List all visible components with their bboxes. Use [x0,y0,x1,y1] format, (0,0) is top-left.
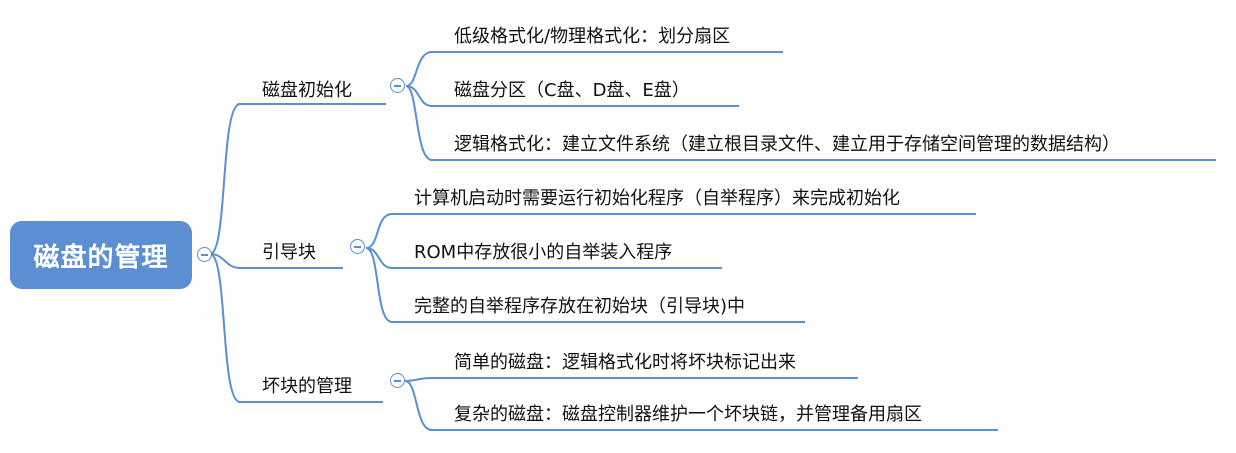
connector-root-branch-2 [209,253,241,269]
branch-topic-boot-block[interactable]: 引导块 [262,238,316,264]
connector-root-branch-1 [209,103,241,255]
branch-topic-disk-init[interactable]: 磁盘初始化 [262,76,352,102]
leaf-topic-label: 磁盘分区（C盘、D盘、E盘） [454,80,690,101]
leaf-topic-label: ROM中存放很小的自举装入程序 [414,242,673,263]
connector-b3-leaf-2 [404,380,433,431]
leaf-topic[interactable]: 低级格式化/物理格式化：划分扇区 [454,22,730,48]
connector-b2-leaf-1 [365,213,393,249]
leaf-topic-label: 完整的自举程序存放在初始块（引导块)中 [414,296,746,317]
collapse-icon-root[interactable] [197,247,212,262]
branch-topic-bad-block[interactable]: 坏块的管理 [262,372,352,398]
collapse-icon-branch-1[interactable] [390,78,405,93]
leaf-topic[interactable]: 磁盘分区（C盘、D盘、E盘） [454,76,690,102]
collapse-icon-branch-3[interactable] [390,373,405,388]
leaf-topic[interactable]: ROM中存放很小的自举装入程序 [414,238,672,264]
leaf-topic-label: 计算机启动时需要运行初始化程序（自举程序）来完成初始化 [414,188,900,209]
branch-topic-label: 引导块 [262,242,316,263]
leaf-topic[interactable]: 简单的磁盘：逻辑格式化时将坏块标记出来 [454,348,796,374]
root-topic-label: 磁盘的管理 [33,242,169,273]
connector-b1-leaf-1 [405,51,433,87]
connector-b2-leaf-3 [365,247,393,323]
leaf-topic-label: 低级格式化/物理格式化：划分扇区 [454,26,731,47]
leaf-topic[interactable]: 完整的自举程序存放在初始块（引导块)中 [414,292,745,318]
branch-topic-label: 坏块的管理 [262,376,352,397]
connector-root-branch-3 [209,253,241,403]
connector-b3-leaf-1 [404,377,433,382]
branch-topic-label: 磁盘初始化 [262,80,352,101]
leaf-topic-label: 逻辑格式化：建立文件系统（建立根目录文件、建立用于存储空间管理的数据结构） [454,134,1120,155]
leaf-topic[interactable]: 逻辑格式化：建立文件系统（建立根目录文件、建立用于存储空间管理的数据结构） [454,130,1120,156]
leaf-topic[interactable]: 复杂的磁盘：磁盘控制器维护一个坏块链，并管理备用扇区 [454,400,922,426]
leaf-topic-label: 复杂的磁盘：磁盘控制器维护一个坏块链，并管理备用扇区 [454,404,922,425]
leaf-topic-label: 简单的磁盘：逻辑格式化时将坏块标记出来 [454,352,796,373]
root-topic[interactable]: 磁盘的管理 [10,221,192,289]
connector-b1-leaf-3 [405,85,433,161]
leaf-topic[interactable]: 计算机启动时需要运行初始化程序（自举程序）来完成初始化 [414,184,900,210]
collapse-icon-branch-2[interactable] [350,239,365,254]
